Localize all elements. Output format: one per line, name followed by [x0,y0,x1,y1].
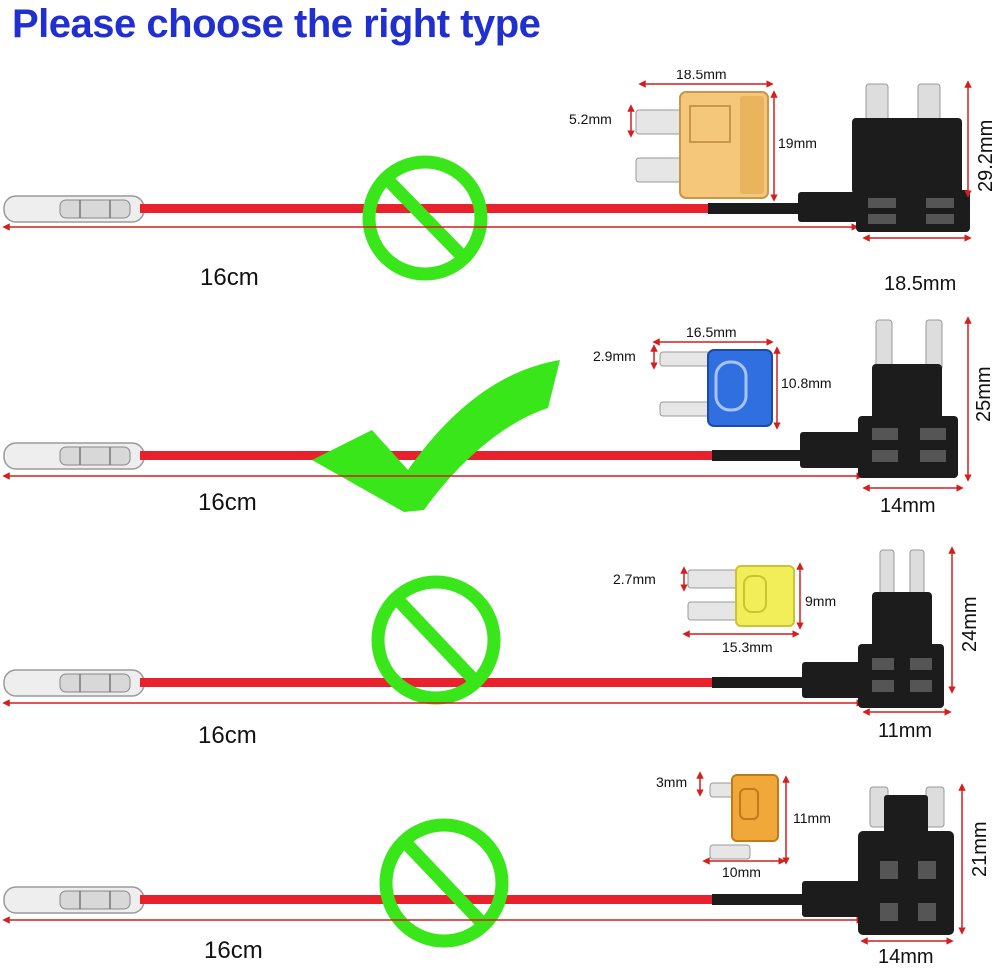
wire-length-label: 16cm [204,937,263,964]
no-sign-icon [379,818,509,948]
wire-length-label: 16cm [198,722,257,749]
blade-width-label: 5.2mm [569,111,612,127]
crimp-terminal [3,886,145,914]
black-wire [712,677,804,688]
red-wire [140,895,715,904]
blade-width-label: 3mm [656,774,687,790]
fuse-height-label: 10.8mm [781,375,832,391]
wire-length-label: 16cm [198,489,257,516]
red-wire [140,204,710,213]
holder-height-label: 25mm [973,366,995,422]
no-sign-icon [371,575,501,705]
fuse-height-label: 19mm [778,135,817,151]
fuse-width-label: 16.5mm [686,324,737,340]
fuse-tap-row-mini: 16cm 16.5mm 2.9mm 10.8mm 25mm 14mm [0,310,995,530]
fuse-holder-standard [798,83,970,232]
fuse-holder-micro [802,786,954,935]
blade-width-label: 2.7mm [613,571,656,587]
crimp-terminal [3,442,145,470]
holder-width-label: 11mm [878,720,932,742]
holder-width-label: 14mm [880,495,936,517]
black-wire [712,450,802,461]
holder-width-label: 14mm [878,946,934,967]
fuse-standard [635,91,769,199]
blade-width-label: 2.9mm [593,348,636,364]
no-sign-icon [362,155,488,281]
holder-width-label: 18.5mm [884,273,956,295]
fuse-mini [659,349,773,427]
fuse-micro [709,774,779,860]
fuse-holder-low-profile-mini [802,549,944,708]
black-wire [708,203,798,214]
black-wire [712,894,804,905]
fuse-height-label: 11mm [793,810,831,826]
fuse-width-label: 10mm [722,864,761,880]
fuse-height-label: 9mm [805,593,836,609]
fuse-holder-mini [800,319,958,478]
holder-height-label: 21mm [969,821,991,877]
holder-height-label: 29.2mm [975,120,995,192]
fuse-width-label: 15.3mm [722,639,773,655]
checkmark-icon [312,360,560,512]
crimp-terminal [3,195,145,223]
fuse-width-label: 18.5mm [676,70,727,82]
red-wire [140,678,715,687]
holder-height-label: 24mm [959,596,981,652]
crimp-terminal [3,669,145,697]
wire-length-label: 16cm [200,264,259,291]
page-title: Please choose the right type [12,2,541,46]
fuse-tap-row-standard: 16cm 18.5mm 5.2mm 19mm 29.2mm 18.5mm [0,66,995,300]
fuse-low-profile-mini [687,565,795,627]
fuse-tap-row-micro: 16cm 3mm 11mm 10mm 21mm 14mm [0,765,995,968]
fuse-tap-row-low-profile-mini: 16cm 2.7mm 9mm 15.3mm 24mm 11mm [0,540,995,755]
